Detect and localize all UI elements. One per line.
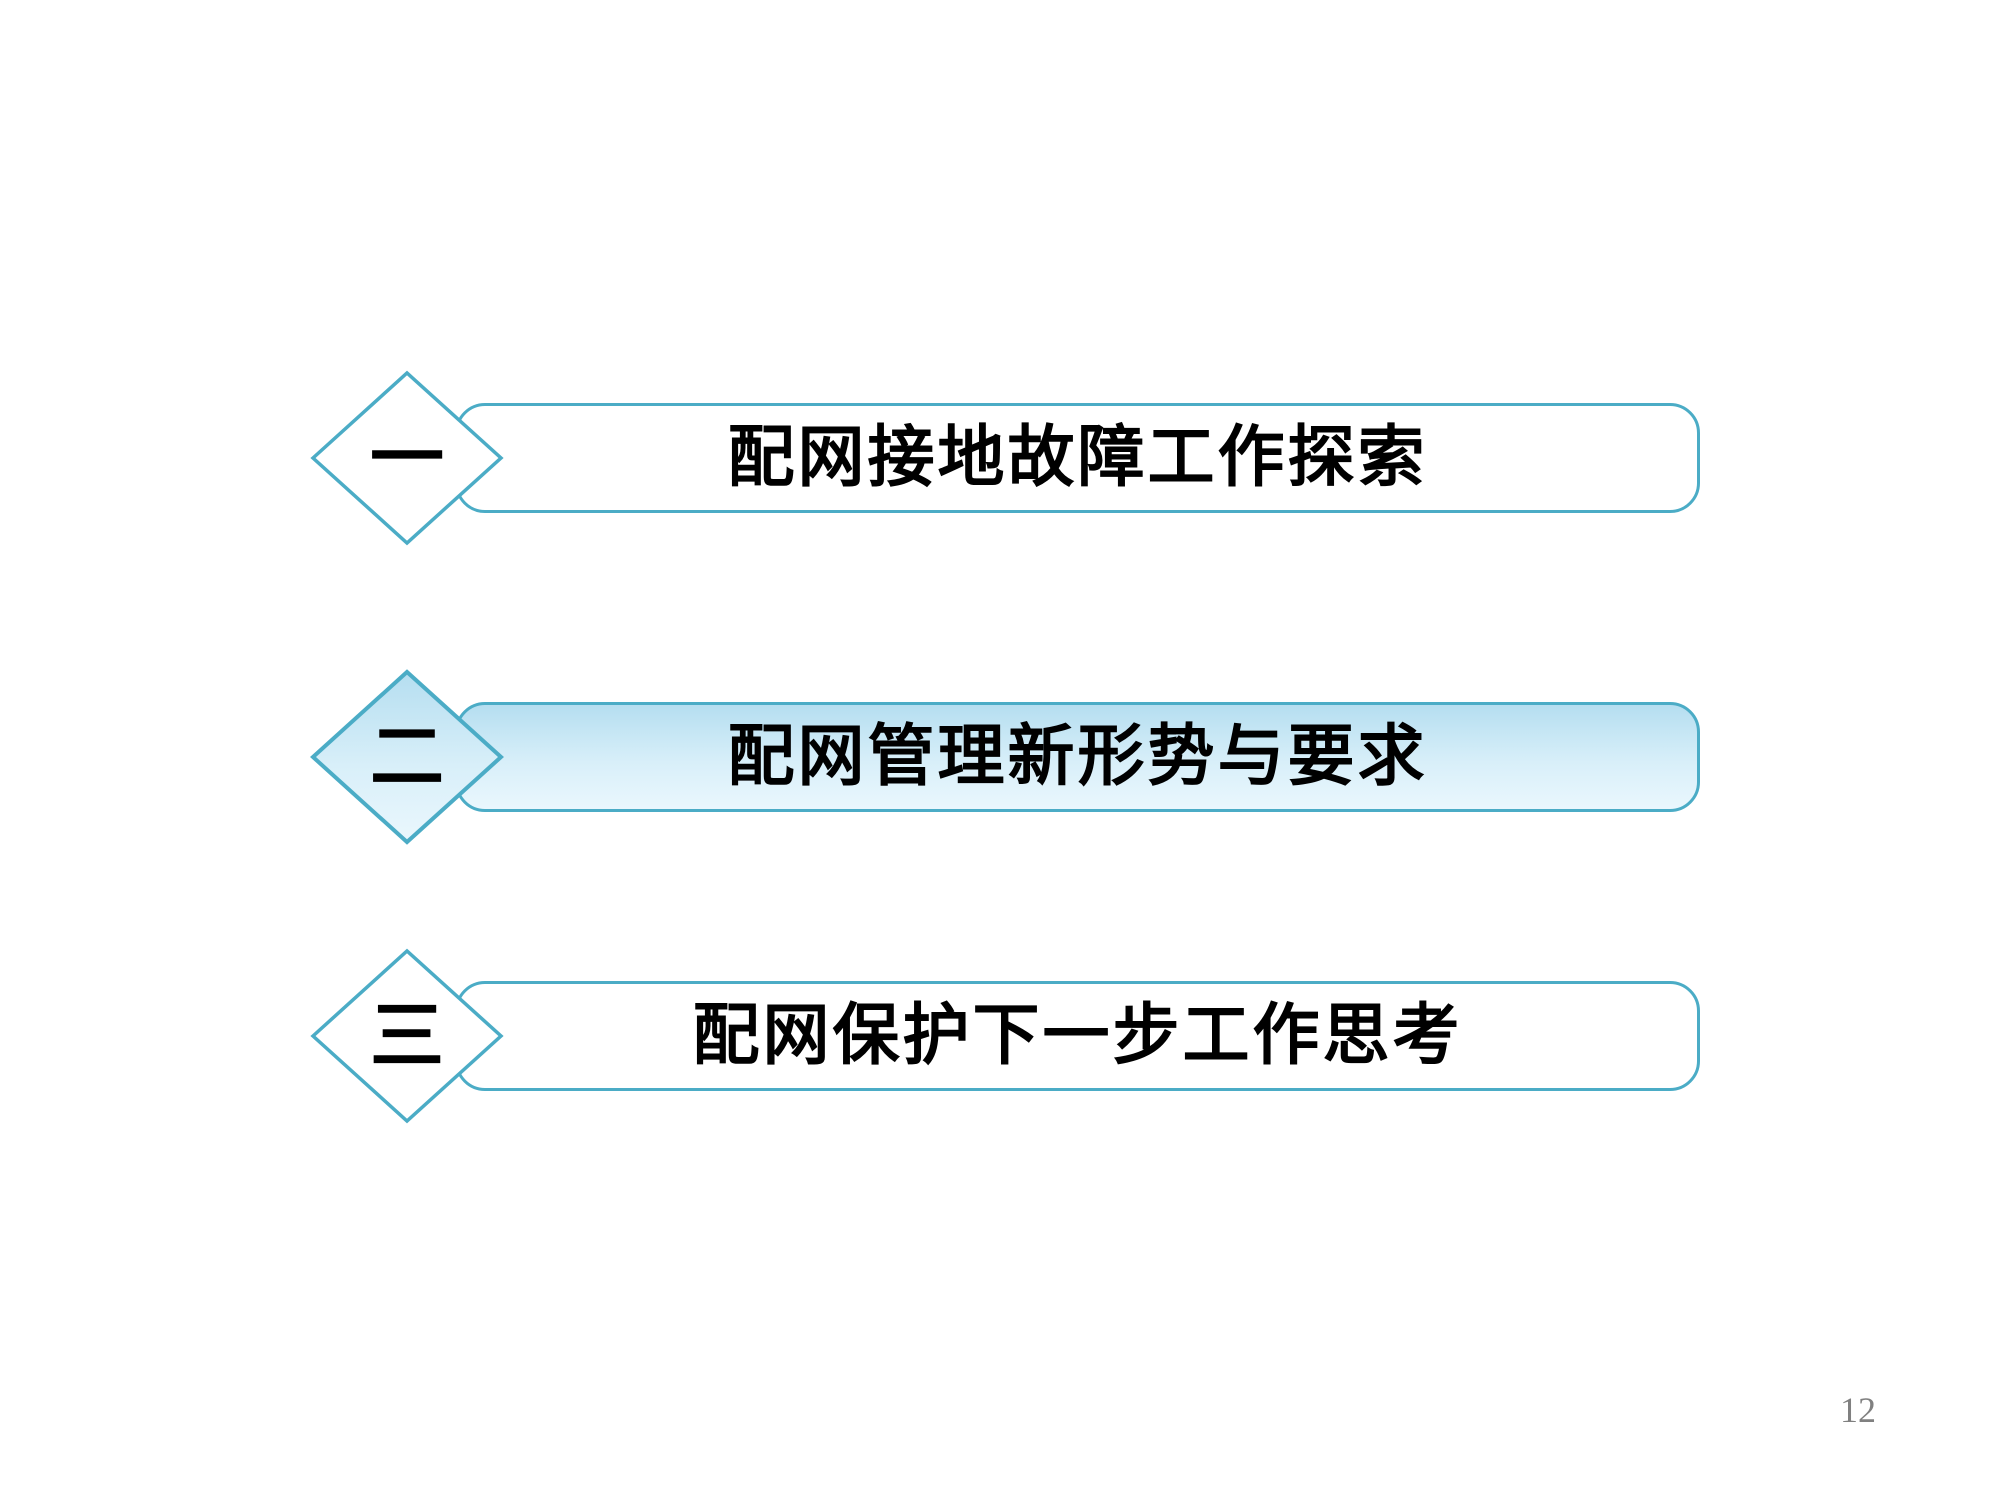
agenda-item-2-number: 二 [370, 714, 444, 800]
agenda-item-1: 配网接地故障工作探索 一 [0, 370, 2000, 546]
diamond-marker-icon [310, 669, 504, 845]
agenda-item-1-title: 配网接地故障工作探索 [727, 416, 1428, 496]
agenda-item-3-bar: 配网保护下一步工作思考 [455, 981, 1700, 1091]
agenda-item-3-title: 配网保护下一步工作思考 [692, 994, 1463, 1074]
agenda-item-2: 配网管理新形势与要求 二 [0, 669, 2000, 845]
page-number: 12 [1840, 1390, 1876, 1430]
agenda-item-2-title: 配网管理新形势与要求 [727, 715, 1428, 795]
agenda-item-1-bar: 配网接地故障工作探索 [455, 403, 1700, 513]
agenda-item-1-number: 一 [370, 415, 444, 501]
agenda-item-2-bar: 配网管理新形势与要求 [455, 702, 1700, 812]
diamond-marker-icon [310, 948, 504, 1124]
diamond-marker-icon [310, 370, 504, 546]
agenda-item-3-number: 三 [370, 993, 444, 1079]
agenda-item-3: 配网保护下一步工作思考 三 [0, 948, 2000, 1124]
